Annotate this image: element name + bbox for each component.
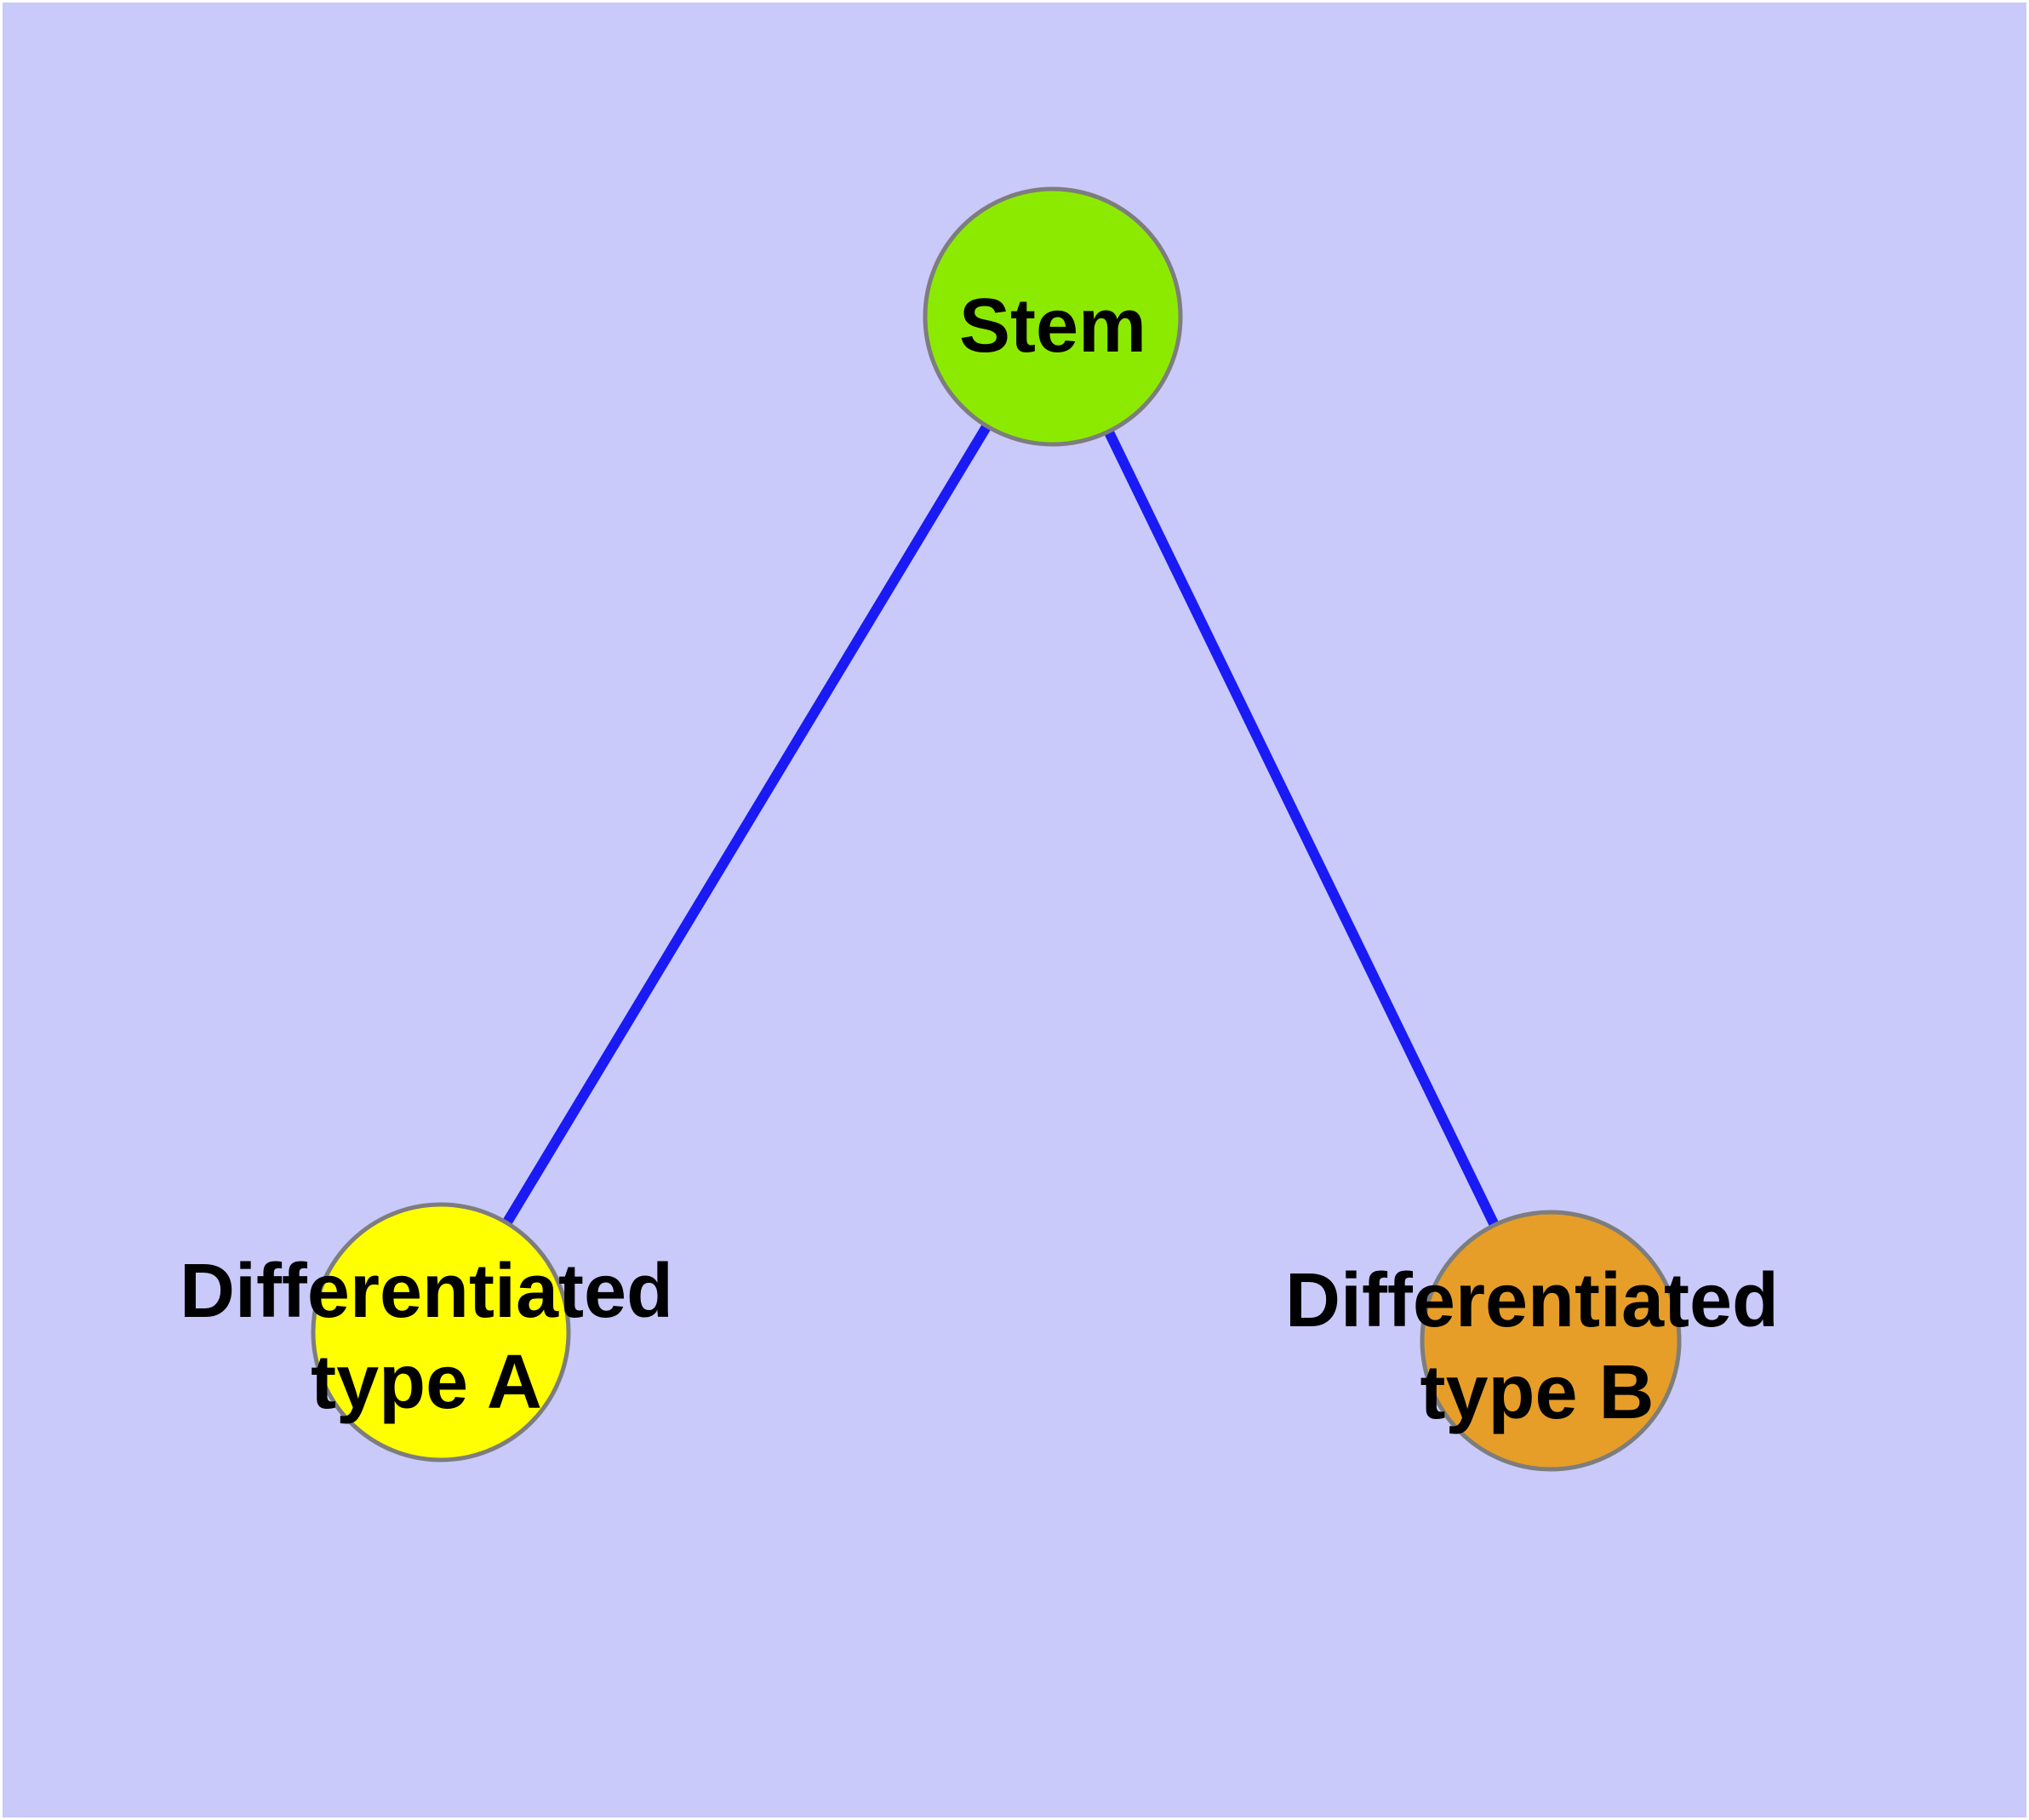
node-type-b-label-line1: Differentiated [1285,1258,1779,1343]
edge-stem-to-type-a [436,313,1058,1336]
node-type-b-circle [1420,1210,1682,1472]
node-type-b-label-line2: type B [1420,1350,1654,1435]
node-type-a-label-line2: type A [311,1340,542,1425]
node-stem-label: Stem [959,283,1146,369]
edge-stem-to-type-b [1048,314,1556,1343]
node-differentiated-type-b: Differentiated type B [1285,1210,1779,1472]
node-stem: Stem [923,186,1183,447]
node-type-a-label-line1: Differentiated [180,1249,673,1334]
node-differentiated-type-a: Differentiated type A [180,1202,673,1462]
node-type-a-circle [311,1202,571,1462]
node-stem-circle [923,186,1183,447]
